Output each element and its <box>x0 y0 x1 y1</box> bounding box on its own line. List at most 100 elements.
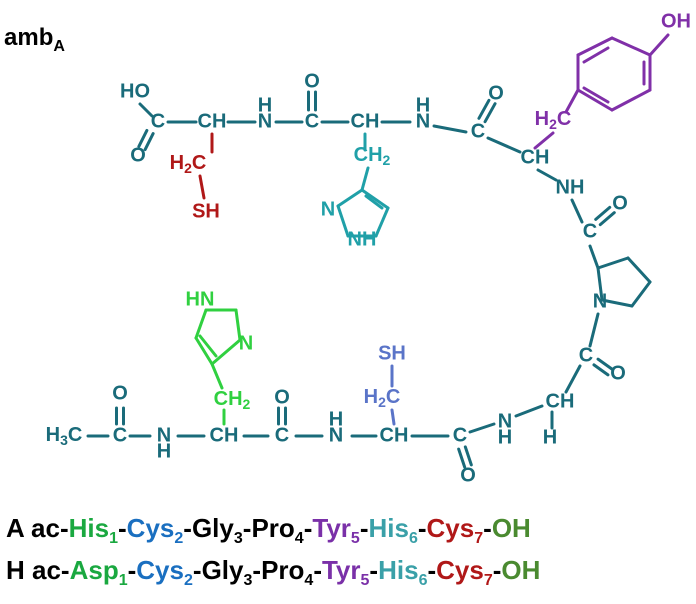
h-label: H <box>329 408 343 430</box>
his1-ring-inner <box>198 334 218 358</box>
cys2-bond <box>390 408 396 426</box>
residue-asp1: Asp1 <box>69 555 128 590</box>
sequence-dash: - <box>242 513 252 543</box>
figure-title: ambA <box>4 24 65 56</box>
ch-label: CH <box>210 424 239 446</box>
his6-ring-bond <box>374 206 390 238</box>
ho-label: HO <box>120 80 150 102</box>
tyr-oh-bond <box>648 33 670 57</box>
sequence-dash: - <box>483 513 492 543</box>
sequence-suffix: OH <box>491 513 531 543</box>
his1-ring-bond <box>194 336 214 366</box>
residue-his6: His6 <box>368 513 418 548</box>
bond-line <box>570 198 584 224</box>
pro-ring-bond <box>596 266 604 302</box>
tyr-ch2-bond <box>564 88 580 114</box>
ch-label: CH <box>198 110 227 132</box>
cys7-bond <box>198 174 206 200</box>
bond-line <box>536 168 558 182</box>
h-label: H <box>157 440 171 462</box>
h-label: H <box>416 94 430 116</box>
bond-line <box>564 364 582 394</box>
bond-line <box>588 244 600 270</box>
sequence-dash: - <box>369 555 379 585</box>
his1-ch2-label: CH2 <box>214 388 251 411</box>
bond-line <box>432 124 468 134</box>
residue-his6: His6 <box>378 555 428 590</box>
his6-ring-inner <box>364 194 384 210</box>
co-double-bond <box>598 211 616 227</box>
pro-ring-bond <box>600 298 634 308</box>
co-double-bond <box>596 357 614 371</box>
residue-cys7: Cys7 <box>426 513 484 548</box>
h-label: H <box>498 426 512 448</box>
co-double-bond <box>592 363 610 377</box>
his1-bond <box>210 362 224 390</box>
his1-hn-label: HN <box>186 288 215 310</box>
residue-pro4: Pro4 <box>251 513 304 548</box>
bond-line <box>486 136 522 154</box>
residue-cys7: Cys7 <box>436 555 493 590</box>
bond-line <box>588 312 600 348</box>
n-label: N <box>157 424 171 446</box>
co-double-bond <box>594 205 612 221</box>
c-label: C <box>151 110 165 132</box>
tyr-h2c-label: H2C <box>535 108 572 131</box>
residue-pro4: Pro4 <box>261 555 314 590</box>
title-text: amb <box>4 24 54 51</box>
h-label: H <box>543 426 557 448</box>
his6-nh-label: NH <box>348 228 377 250</box>
residue-gly3: Gly3 <box>201 555 253 590</box>
o-label: O <box>488 82 504 104</box>
tyr-ring-bond <box>610 36 652 57</box>
co-double-bond <box>137 128 149 148</box>
tyr-ring-bond <box>610 88 652 112</box>
bond-lines <box>86 33 670 469</box>
c-label: C <box>579 344 593 366</box>
pro-ring-bond <box>596 256 630 270</box>
n-label: N <box>329 424 343 446</box>
his6-ch2-label: CH2 <box>354 144 391 167</box>
tyr-ch-bond <box>533 131 555 150</box>
sequence-a: A ac-His1-Cys2-Gly3-Pro4-Tyr5-His6-Cys7-… <box>6 513 531 548</box>
c-label: C <box>583 220 597 242</box>
bond-line <box>468 422 496 434</box>
sequence-dash: - <box>252 555 262 585</box>
cys2-h2c-label: H2C <box>364 386 401 409</box>
his6-bond <box>360 166 370 192</box>
sequence-suffix: OH <box>501 555 541 585</box>
co-double-bond <box>457 447 467 469</box>
his6-ring-bond <box>336 188 364 208</box>
o-label: O <box>610 362 626 384</box>
residue-gly3: Gly3 <box>191 513 243 548</box>
sequence-dash: - <box>192 555 202 585</box>
h3c-label: H3C <box>46 424 83 447</box>
sequence-prefix: H ac- <box>6 555 70 585</box>
sequence-dash: - <box>417 513 427 543</box>
c-label: C <box>471 120 485 142</box>
c-label: C <box>453 424 467 446</box>
his1-ring-bond <box>194 308 208 340</box>
tyr-oh-label: OH <box>661 10 691 32</box>
n-label: N <box>416 110 430 132</box>
ch-label: CH <box>351 110 380 132</box>
tyr-ring-bond <box>576 36 614 57</box>
nh-label: NH <box>556 176 585 198</box>
residue-tyr5: Tyr5 <box>321 555 370 590</box>
residue-cys2: Cys2 <box>136 555 193 590</box>
n-label: N <box>498 410 512 432</box>
o-label: O <box>274 386 290 408</box>
sequence-dash: - <box>127 555 137 585</box>
his1-ring-bond <box>234 308 242 342</box>
residue-tyr5: Tyr5 <box>312 513 360 548</box>
title-subscript: A <box>53 37 65 55</box>
c-label: C <box>305 110 319 132</box>
sequence-dash: - <box>313 555 322 585</box>
pro-ring-bond <box>630 280 652 308</box>
residue-cys2: Cys2 <box>126 513 184 548</box>
residue-his1: His1 <box>68 513 118 548</box>
bond-line <box>514 404 544 418</box>
